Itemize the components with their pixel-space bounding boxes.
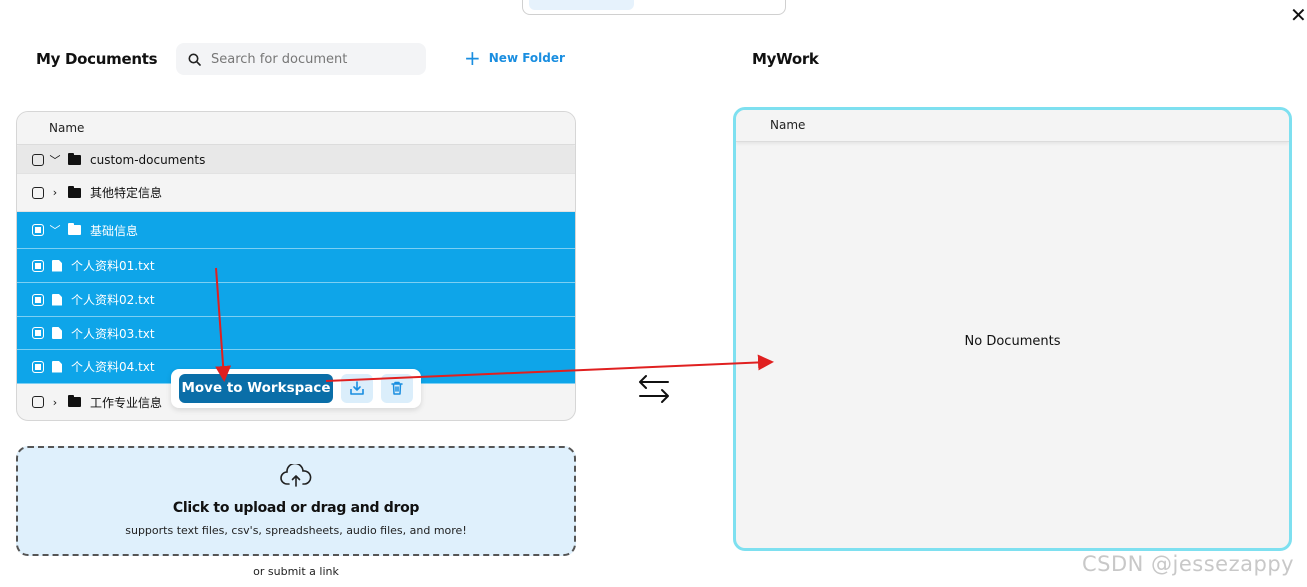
row-label: 个人资料01.txt <box>71 259 155 273</box>
row-label: 其他特定信息 <box>90 186 163 200</box>
search-input[interactable] <box>211 51 411 67</box>
upload-dropzone[interactable]: Click to upload or drag and drop support… <box>16 446 576 556</box>
row-checkbox[interactable] <box>32 293 44 306</box>
row-checkbox[interactable] <box>32 186 44 199</box>
folder-icon <box>68 185 81 198</box>
row-checkbox[interactable] <box>32 153 44 166</box>
name-column-header[interactable]: Name <box>736 110 1289 142</box>
row-checkbox[interactable] <box>32 327 44 339</box>
folder-row[interactable]: › 其他特定信息 <box>17 174 575 212</box>
file-row[interactable]: 个人资料01.txt <box>17 249 575 283</box>
row-checkbox[interactable] <box>32 360 44 373</box>
top-segment-active[interactable] <box>529 0 634 10</box>
move-to-workspace-button[interactable]: Move to Workspace <box>179 374 333 403</box>
name-column-header[interactable]: Name <box>17 112 575 145</box>
row-checkbox[interactable] <box>32 259 44 272</box>
trash-icon[interactable] <box>381 374 413 403</box>
chevron-right-icon[interactable]: › <box>52 395 58 409</box>
file-icon <box>52 293 62 306</box>
row-label: 个人资料03.txt <box>71 326 155 341</box>
file-icon <box>52 259 62 272</box>
plus-icon: + <box>464 46 481 70</box>
row-label: 基础信息 <box>90 223 139 238</box>
upload-sub-text: supports text files, csv's, spreadsheets… <box>125 524 467 537</box>
row-label: 个人资料04.txt <box>71 360 155 374</box>
search-icon <box>188 53 201 66</box>
chevron-down-icon[interactable]: ﹀ <box>49 224 61 237</box>
selection-action-bar: Move to Workspace <box>171 369 421 408</box>
folder-row[interactable]: ﹀ 基础信息 <box>17 212 575 249</box>
new-folder-label: New Folder <box>488 51 565 65</box>
cloud-upload-icon <box>18 462 574 494</box>
folder-row[interactable]: ﹀ custom-documents <box>17 146 575 174</box>
submit-link[interactable]: or submit a link <box>253 565 339 578</box>
chevron-down-icon[interactable]: ﹀ <box>49 153 61 167</box>
watermark: CSDN @jessezappy <box>1082 552 1295 576</box>
file-row[interactable]: 个人资料02.txt <box>17 283 575 317</box>
folder-icon <box>68 152 81 165</box>
swap-arrows-icon <box>639 375 669 403</box>
chevron-right-icon[interactable]: › <box>52 186 58 199</box>
folder-icon <box>68 223 81 235</box>
row-checkbox[interactable] <box>32 396 44 408</box>
row-label: 工作专业信息 <box>90 395 163 410</box>
workspace-dropzone[interactable]: Name No Documents <box>733 107 1292 551</box>
row-label: 个人资料02.txt <box>71 293 155 307</box>
row-checkbox[interactable] <box>32 224 44 236</box>
my-documents-title: My Documents <box>36 50 158 68</box>
workspace-title: MyWork <box>752 50 819 68</box>
close-icon[interactable]: ✕ <box>1290 3 1307 27</box>
save-icon[interactable] <box>341 374 373 403</box>
empty-state-text: No Documents <box>964 334 1061 349</box>
folder-icon <box>68 395 81 407</box>
row-label: custom-documents <box>90 152 206 167</box>
upload-main-text: Click to upload or drag and drop <box>172 500 420 516</box>
folder-row[interactable]: › 工作专业信息 <box>17 384 575 420</box>
file-icon <box>52 360 62 373</box>
search-box[interactable] <box>176 43 426 75</box>
top-segment-control[interactable] <box>522 0 786 15</box>
file-icon <box>52 327 62 339</box>
new-folder-button[interactable]: + New Folder <box>464 46 565 70</box>
file-row[interactable]: 个人资料03.txt <box>17 317 575 350</box>
